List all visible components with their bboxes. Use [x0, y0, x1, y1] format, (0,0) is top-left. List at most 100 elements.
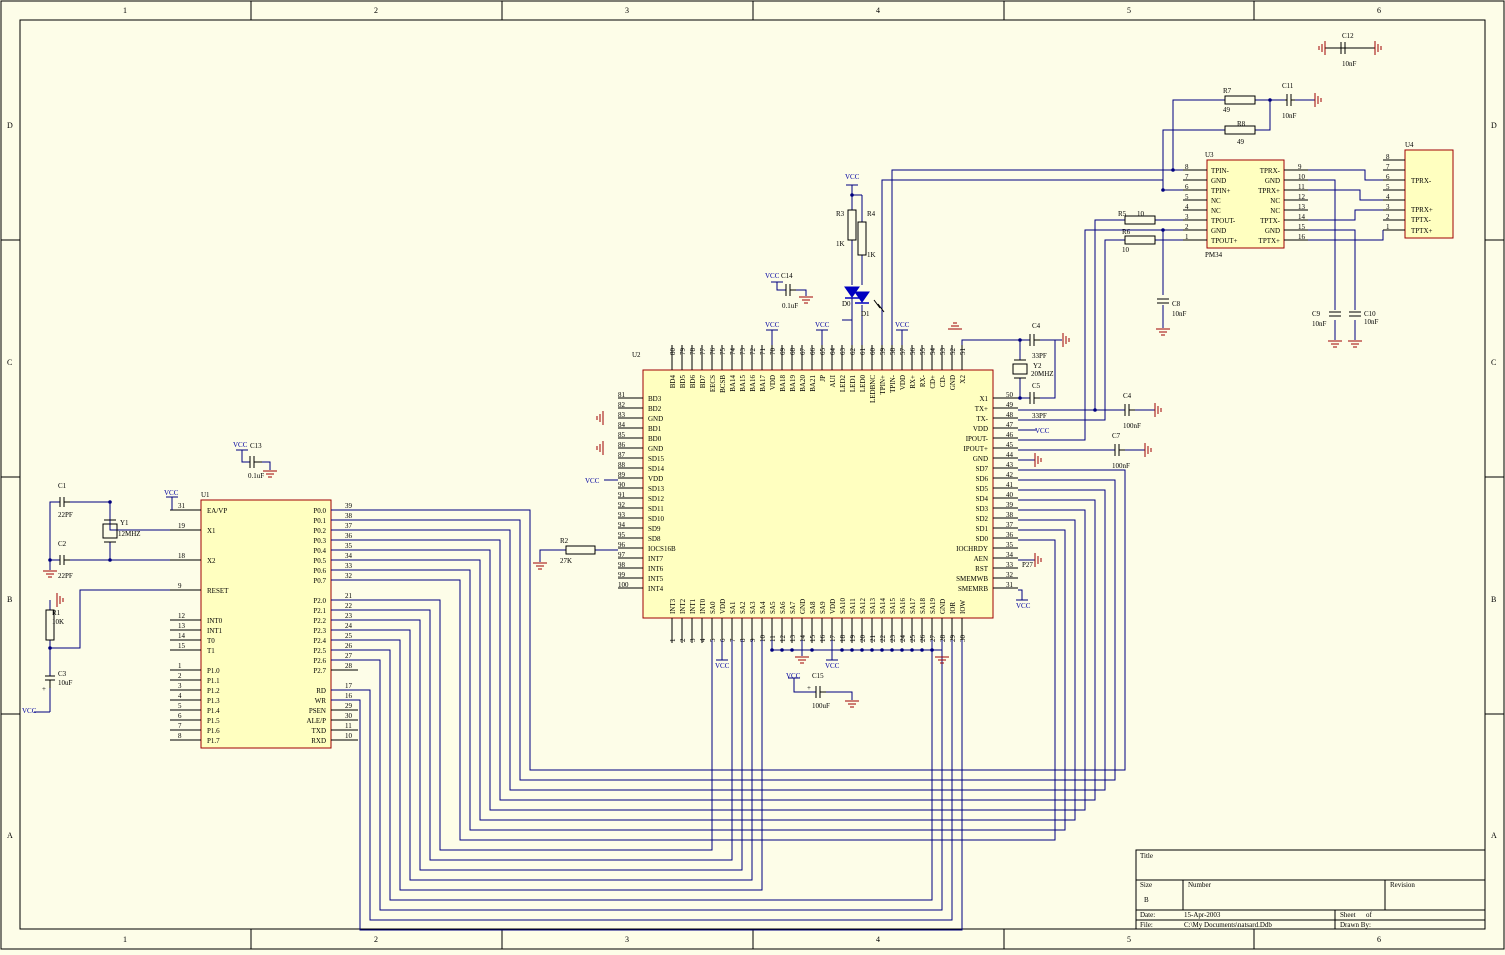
u2-pin-number: 77 — [699, 348, 707, 356]
u2-pin-number: 27 — [929, 635, 937, 643]
u2-pin-label: SA6 — [779, 601, 787, 614]
u2-pin-number: 38 — [1006, 511, 1014, 519]
u2-pin-label: BD1 — [648, 425, 662, 433]
y2-value: 20MHZ — [1031, 370, 1054, 378]
u1-pin-label: P1.7 — [207, 737, 220, 745]
c15-ref: C15 — [812, 672, 824, 680]
c11-ref: C11 — [1282, 82, 1294, 90]
r7-ref: R7 — [1223, 87, 1232, 95]
u2-pin-number: 50 — [1006, 391, 1014, 399]
u1-pin-number: 34 — [345, 552, 353, 560]
u2-pin-number: 21 — [869, 635, 877, 643]
u2-pin-number: 45 — [1006, 441, 1014, 449]
u1-pin-number: 33 — [345, 562, 353, 570]
u1-pin-label: P1.5 — [207, 717, 220, 725]
u2-pin-number: 69 — [779, 348, 787, 356]
u3-pin-label: TPOUT+ — [1211, 237, 1238, 245]
u2-pin-label: SD6 — [976, 475, 989, 483]
u2-pin-label: TPIN- — [889, 374, 897, 393]
u2-pin-number: 65 — [819, 348, 827, 356]
u2-pin-number: 80 — [669, 348, 677, 356]
u1-pin-number: 23 — [345, 612, 353, 620]
u2-pin-label: CD- — [939, 374, 947, 387]
u1-pin-number: 22 — [345, 602, 353, 610]
date-label: Date: — [1140, 911, 1155, 919]
u1-pin-number: 24 — [345, 622, 353, 630]
u2-pin-label: BCSB — [719, 375, 727, 393]
row-label: C — [7, 358, 12, 367]
u1-pin-label: T0 — [207, 637, 215, 645]
u4-pin-number: 1 — [1386, 223, 1390, 231]
u2-pin-label: GND — [939, 599, 947, 614]
c5-ref: C5 — [1032, 382, 1041, 390]
u2-pin-label: SA18 — [919, 598, 927, 614]
u2-pin-label: IOCHRDY — [956, 545, 988, 553]
u2-pin-label: RST — [975, 565, 989, 573]
u2-pin-label: BD4 — [669, 375, 677, 389]
u1-pin-label: EA/VP — [207, 507, 227, 515]
u2-pin-label: SD7 — [976, 465, 989, 473]
u2-pin-number: 31 — [1006, 581, 1014, 589]
u3-pin-number: 12 — [1298, 193, 1306, 201]
u4-pin-number: 7 — [1386, 163, 1390, 171]
u1-pin-number: 39 — [345, 502, 353, 510]
col-label: 3 — [625, 935, 629, 944]
u2-pin-number: 42 — [1006, 471, 1014, 479]
u1-pin-number: 9 — [178, 582, 182, 590]
u2-pin-label: GND — [648, 415, 663, 423]
col-label: 2 — [374, 935, 378, 944]
u2-pin-label: BD2 — [648, 405, 662, 413]
col-label: 4 — [876, 935, 880, 944]
u4-pin-label: TPTX+ — [1411, 227, 1433, 235]
r3-ref: R3 — [836, 210, 845, 218]
r1-ref: R1 — [52, 609, 61, 617]
u1-pin-label: P2.3 — [313, 627, 326, 635]
file-label: File: — [1140, 921, 1153, 929]
c1-value: 22PF — [58, 511, 73, 519]
u1-pin-label: P0.3 — [313, 537, 326, 545]
row-label: A — [7, 831, 13, 840]
u1-pin-number: 7 — [178, 722, 182, 730]
u2-pin-number: 19 — [849, 635, 857, 643]
u2-pin-number: 52 — [949, 348, 957, 356]
u1-pin-label: T1 — [207, 647, 215, 655]
u3-pin-label: TPRX+ — [1258, 187, 1280, 195]
c3-ref: C3 — [58, 670, 67, 678]
u1-pin-number: 38 — [345, 512, 353, 520]
row-label: B — [1491, 595, 1496, 604]
c3-plus: + — [42, 685, 46, 693]
u3-pin-number: 6 — [1185, 183, 1189, 191]
c9-value: 10nF — [1312, 320, 1327, 328]
r6-body — [1124, 235, 1156, 245]
u1-pin-label: TXD — [312, 727, 326, 735]
r3-value: 1K — [836, 240, 845, 248]
u2-pin-number: 24 — [899, 635, 907, 643]
u2-pin-label: SD15 — [648, 455, 664, 463]
u4-pin-number: 2 — [1386, 213, 1390, 221]
c15-value: 100uF — [812, 702, 830, 710]
c14-value: 0.1uF — [782, 302, 798, 310]
u2-pin-label: AEN — [974, 555, 988, 563]
u2-pin-label: SA17 — [909, 598, 917, 614]
u2-pin-number: 4 — [699, 638, 707, 642]
u3-pin-label: TPOUT- — [1211, 217, 1236, 225]
u1-pin-label: P2.7 — [313, 667, 326, 675]
u3-pin-label: GND — [1265, 177, 1280, 185]
r6-ref: R6 — [1122, 228, 1131, 236]
size-label: Size — [1140, 881, 1152, 889]
size-value: B — [1144, 896, 1149, 904]
u1-pin-label: P0.6 — [313, 567, 326, 575]
u1-pin-number: 12 — [178, 612, 186, 620]
c13-value: 0.1uF — [248, 472, 264, 480]
u2-pin-number: 56 — [909, 348, 917, 356]
c10-value: 10nF — [1364, 318, 1379, 326]
col-label: 5 — [1127, 6, 1131, 15]
sheet-label: Sheet — [1340, 911, 1356, 919]
u2-pin-number: 81 — [618, 391, 626, 399]
u1-pin-number: 8 — [178, 732, 182, 740]
u2-pin-number: 25 — [909, 635, 917, 643]
u2-pin-label: IPOUT- — [966, 435, 989, 443]
u1-pin-label: RESET — [207, 587, 229, 595]
